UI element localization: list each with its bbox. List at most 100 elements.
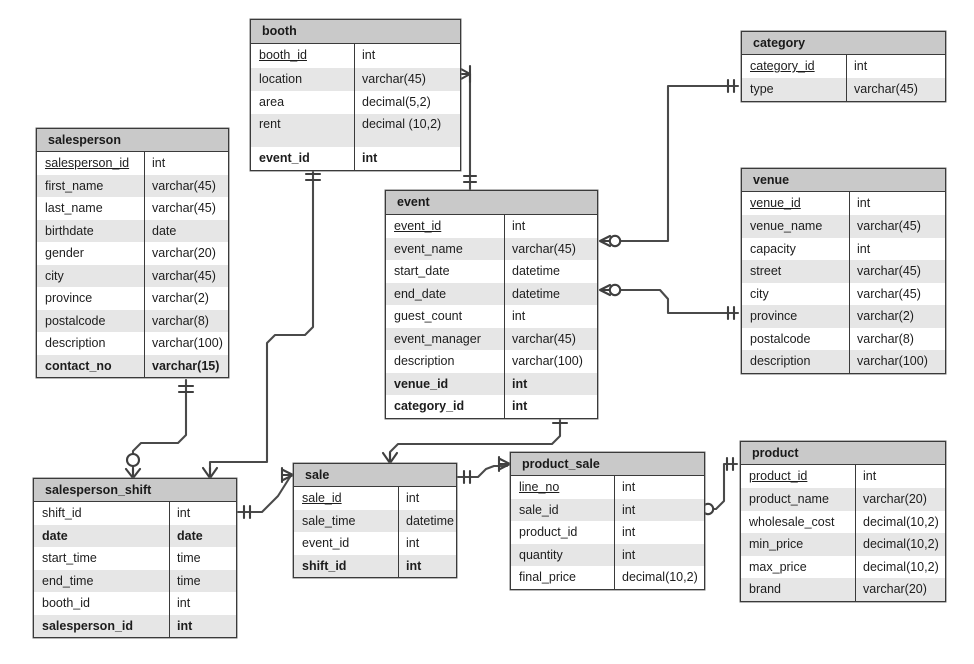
attribute-name-text: end_date — [394, 287, 447, 301]
attribute-row[interactable]: postalcode varchar(8) — [742, 328, 945, 350]
attribute-name-text: booth_id — [42, 596, 90, 610]
attribute-name: contact_no — [37, 355, 145, 377]
attribute-type: int — [406, 491, 420, 505]
card-one-product — [725, 456, 735, 472]
attribute-type: varchar(100) — [152, 336, 223, 350]
card-one-category — [726, 78, 736, 94]
attribute-type: int — [622, 503, 636, 517]
attribute-row[interactable]: city varchar(45) — [742, 283, 945, 305]
attribute-row[interactable]: contact_no varchar(15) — [37, 355, 228, 377]
connector-event-venue — [610, 288, 740, 315]
attribute-row[interactable]: postalcode varchar(8) — [37, 310, 228, 332]
attribute-type: datetime — [406, 514, 454, 528]
attribute-name-text: birthdate — [45, 224, 94, 238]
attribute-name-text: start_date — [394, 264, 450, 278]
attribute-type: date — [177, 529, 203, 543]
attribute-type: decimal(10,2) — [863, 515, 939, 529]
attribute-type: varchar(45) — [857, 219, 921, 233]
attribute-type: varchar(8) — [857, 332, 914, 346]
attribute-name: product_id — [511, 521, 615, 544]
attribute-type: int — [362, 151, 378, 165]
entity-title-event: event — [386, 191, 597, 215]
attribute-type: varchar(45) — [857, 287, 921, 301]
attribute-type: decimal (10,2) — [362, 117, 442, 131]
attribute-name-text: first_name — [45, 179, 104, 193]
connector-shift-sale — [235, 475, 292, 514]
attribute-name: start_time — [34, 547, 170, 570]
attribute-name: postalcode — [742, 328, 850, 350]
attribute-type: varchar(8) — [152, 314, 209, 328]
connector-sale-productsale — [455, 464, 509, 479]
attribute-type: varchar(45) — [152, 201, 216, 215]
attribute-name-text: postalcode — [750, 332, 811, 346]
attribute-name: postalcode — [37, 310, 145, 332]
attribute-name: city — [742, 283, 850, 305]
attribute-type: varchar(15) — [152, 359, 220, 373]
attribute-name-text: category_id — [750, 59, 815, 73]
attribute-name: final_price — [511, 566, 615, 589]
attribute-name-text: shift_id — [302, 559, 347, 573]
